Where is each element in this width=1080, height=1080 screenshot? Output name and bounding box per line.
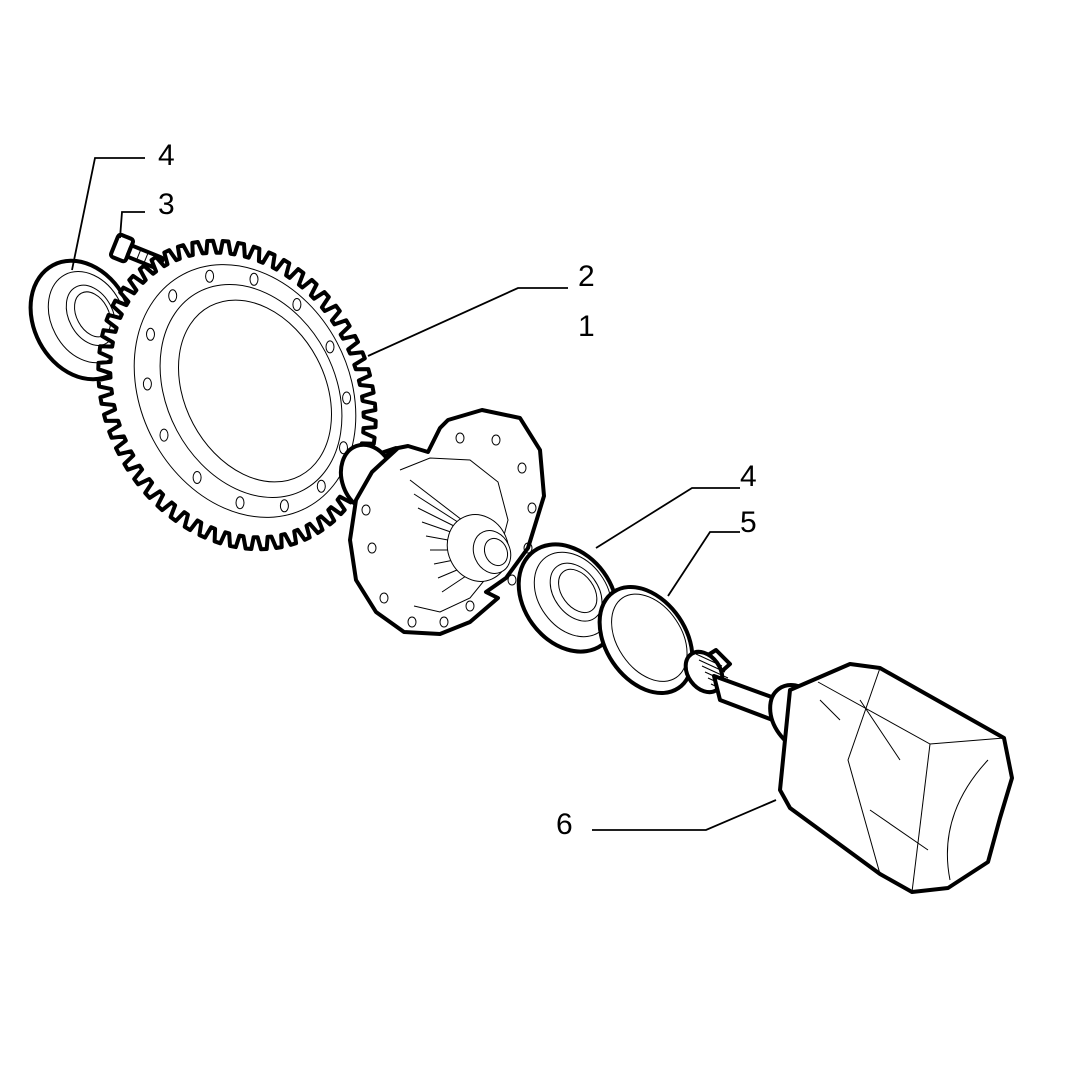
carrier-bolt-hole bbox=[491, 434, 501, 446]
callout-5: 5 bbox=[740, 506, 757, 539]
gear-bolt-hole bbox=[279, 499, 289, 513]
callout-6: 6 bbox=[556, 808, 573, 841]
gear-bolt-hole bbox=[325, 340, 335, 354]
carrier-bolt-hole bbox=[367, 542, 377, 554]
callout-4-left: 4 bbox=[158, 139, 175, 172]
carrier-bolt-hole bbox=[465, 600, 475, 612]
joint-housing bbox=[683, 648, 1014, 894]
gear-bolt-hole bbox=[235, 496, 245, 510]
leader-4-left bbox=[71, 157, 145, 271]
leader-4-right bbox=[595, 487, 740, 549]
callout-labels: 4 3 2 1 4 5 6 bbox=[158, 139, 757, 841]
carrier-bolt-hole bbox=[527, 502, 537, 514]
differential-carrier bbox=[338, 408, 546, 636]
gear-bolt-hole bbox=[168, 289, 178, 303]
bearing-right bbox=[516, 542, 620, 654]
leader-5 bbox=[667, 531, 740, 597]
callout-4-right: 4 bbox=[740, 460, 757, 493]
gear-bolt-hole bbox=[339, 441, 348, 455]
callout-3: 3 bbox=[158, 188, 175, 221]
ring-gear bbox=[96, 238, 378, 552]
gear-bolt-hole bbox=[316, 479, 326, 493]
callout-2: 2 bbox=[578, 260, 595, 293]
carrier-bolt-hole bbox=[455, 432, 465, 444]
carrier-bolt-hole bbox=[439, 616, 449, 628]
shim-ring bbox=[597, 584, 695, 696]
gear-bolt-hole bbox=[342, 391, 352, 405]
gear-bolt-hole bbox=[146, 327, 155, 341]
gear-bolt-hole bbox=[142, 377, 152, 391]
gear-bolt-hole bbox=[205, 269, 215, 283]
gear-bolt-hole bbox=[159, 428, 169, 442]
gear-bolt-hole bbox=[249, 272, 259, 286]
shaft-spline bbox=[701, 665, 729, 679]
leader-2 bbox=[367, 287, 568, 357]
callout-1: 1 bbox=[578, 310, 595, 343]
gear-bolt-hole bbox=[192, 471, 202, 484]
carrier-bolt-hole bbox=[379, 592, 389, 604]
carrier-bolt-hole bbox=[507, 574, 517, 586]
leader-3 bbox=[119, 211, 145, 239]
leader-6 bbox=[592, 799, 777, 831]
carrier-bolt-hole bbox=[523, 542, 533, 554]
carrier-bolt-hole bbox=[517, 462, 527, 474]
carrier-bolt-hole bbox=[407, 616, 417, 628]
shaft-spline bbox=[698, 659, 726, 673]
leader-lines bbox=[71, 157, 777, 831]
carrier-bolt-hole bbox=[361, 504, 371, 516]
carrier-fin bbox=[409, 479, 463, 521]
gear-bolt-hole bbox=[292, 298, 302, 311]
carrier-fin bbox=[413, 493, 465, 527]
shaft-spline bbox=[695, 653, 723, 667]
